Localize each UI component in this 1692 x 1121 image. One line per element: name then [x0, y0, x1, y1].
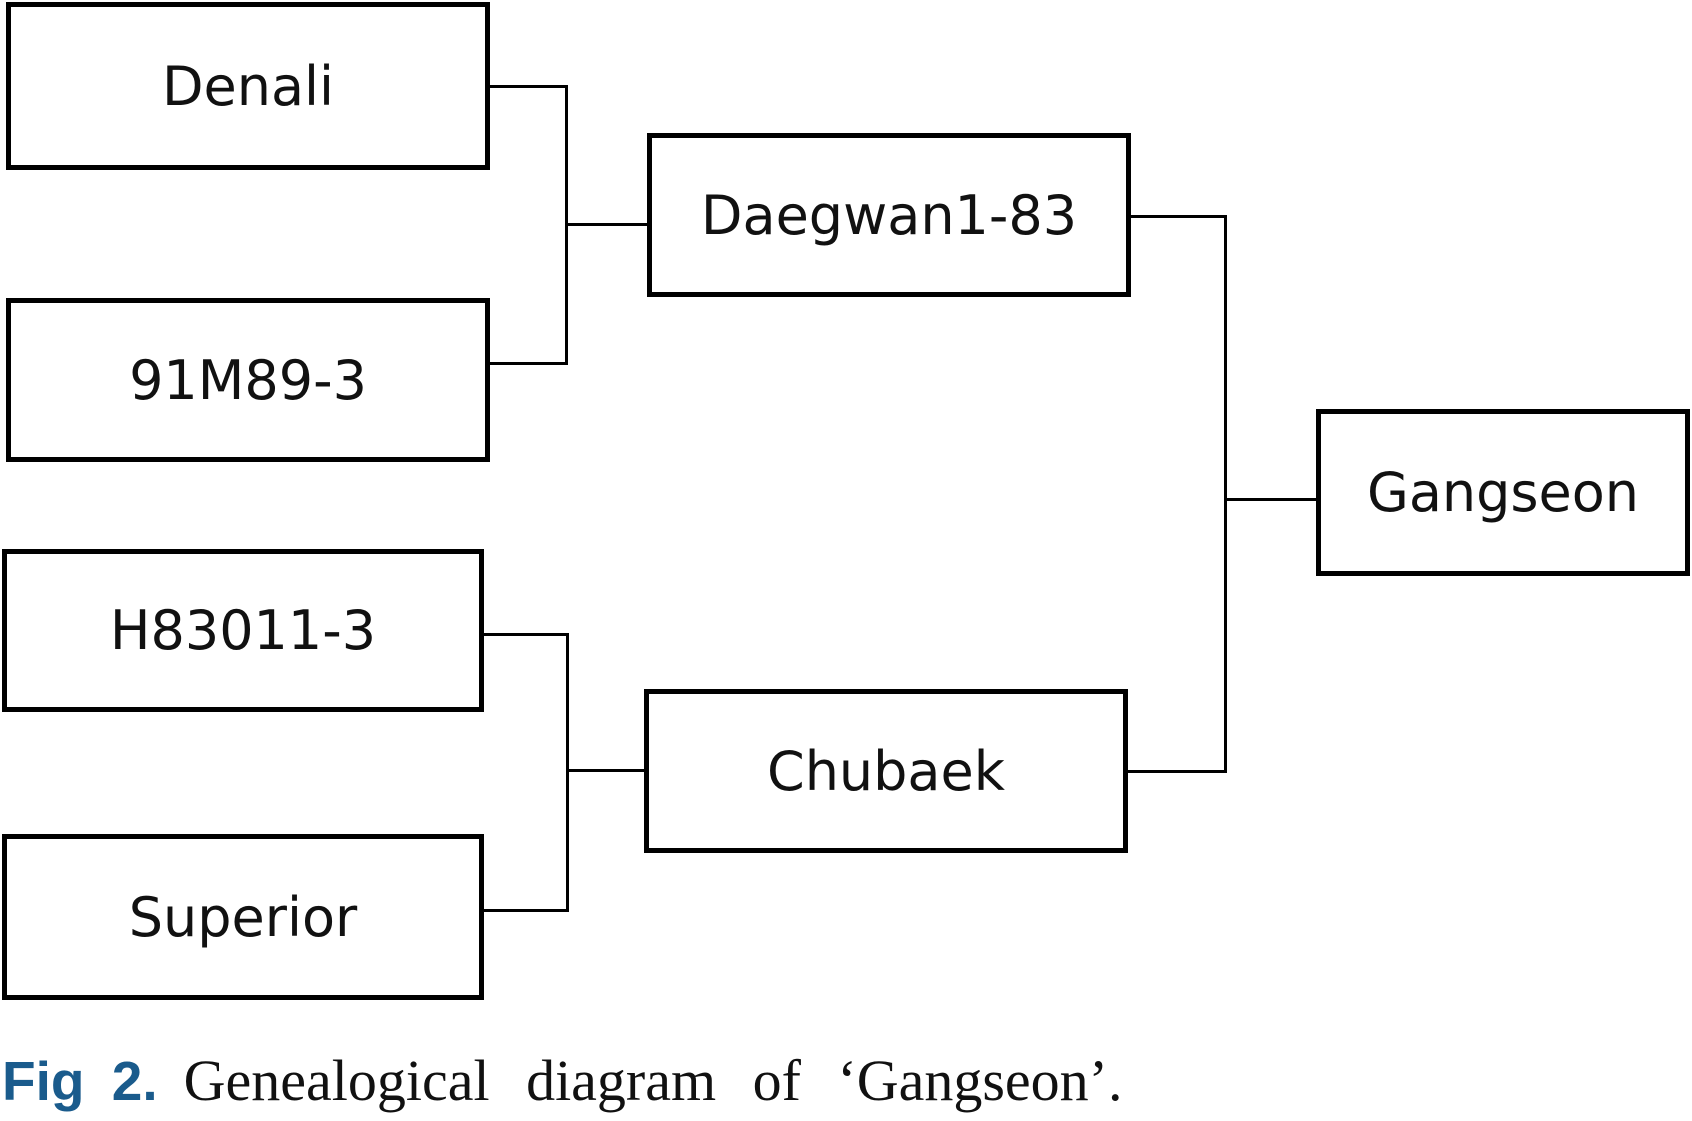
node-91m89-3: 91M89-3	[6, 298, 490, 462]
connector-right-vertical	[1224, 215, 1227, 773]
node-denali-label: Denali	[161, 54, 335, 118]
connector-to-daegwan	[565, 223, 647, 226]
node-daegwan1-83: Daegwan1-83	[647, 133, 1131, 297]
node-denali: Denali	[6, 2, 490, 170]
connector-to-gangseon	[1224, 498, 1316, 501]
connector-h83011-stub	[484, 633, 569, 636]
node-superior: Superior	[2, 834, 484, 1000]
node-91m89-3-label: 91M89-3	[129, 348, 367, 412]
genealogical-diagram: Denali 91M89-3 H83011-3 Superior Daegwan…	[2, 2, 1690, 1000]
node-gangseon-label: Gangseon	[1366, 461, 1640, 524]
connector-superior-stub	[484, 909, 569, 912]
connector-chubaek-stub	[1128, 770, 1227, 773]
node-h83011-3-label: H83011-3	[109, 599, 377, 662]
figure-caption-label: Fig 2.	[2, 1050, 158, 1112]
node-chubaek: Chubaek	[644, 689, 1128, 853]
connector-denali-stub	[490, 85, 568, 88]
connector-daegwan-stub	[1131, 215, 1227, 218]
node-daegwan1-83-label: Daegwan1-83	[700, 183, 1078, 247]
connector-91m89-stub	[490, 362, 568, 365]
node-chubaek-label: Chubaek	[766, 739, 1006, 803]
figure-caption: Fig 2.Genealogical diagram of ‘Gangseon’…	[2, 1052, 1123, 1110]
figure-caption-text: Genealogical diagram of ‘Gangseon’.	[183, 1048, 1123, 1113]
node-h83011-3: H83011-3	[2, 549, 484, 712]
node-gangseon: Gangseon	[1316, 409, 1690, 576]
connector-lower-left-vertical	[566, 633, 569, 912]
node-superior-label: Superior	[128, 885, 358, 949]
connector-to-chubaek	[566, 769, 644, 772]
